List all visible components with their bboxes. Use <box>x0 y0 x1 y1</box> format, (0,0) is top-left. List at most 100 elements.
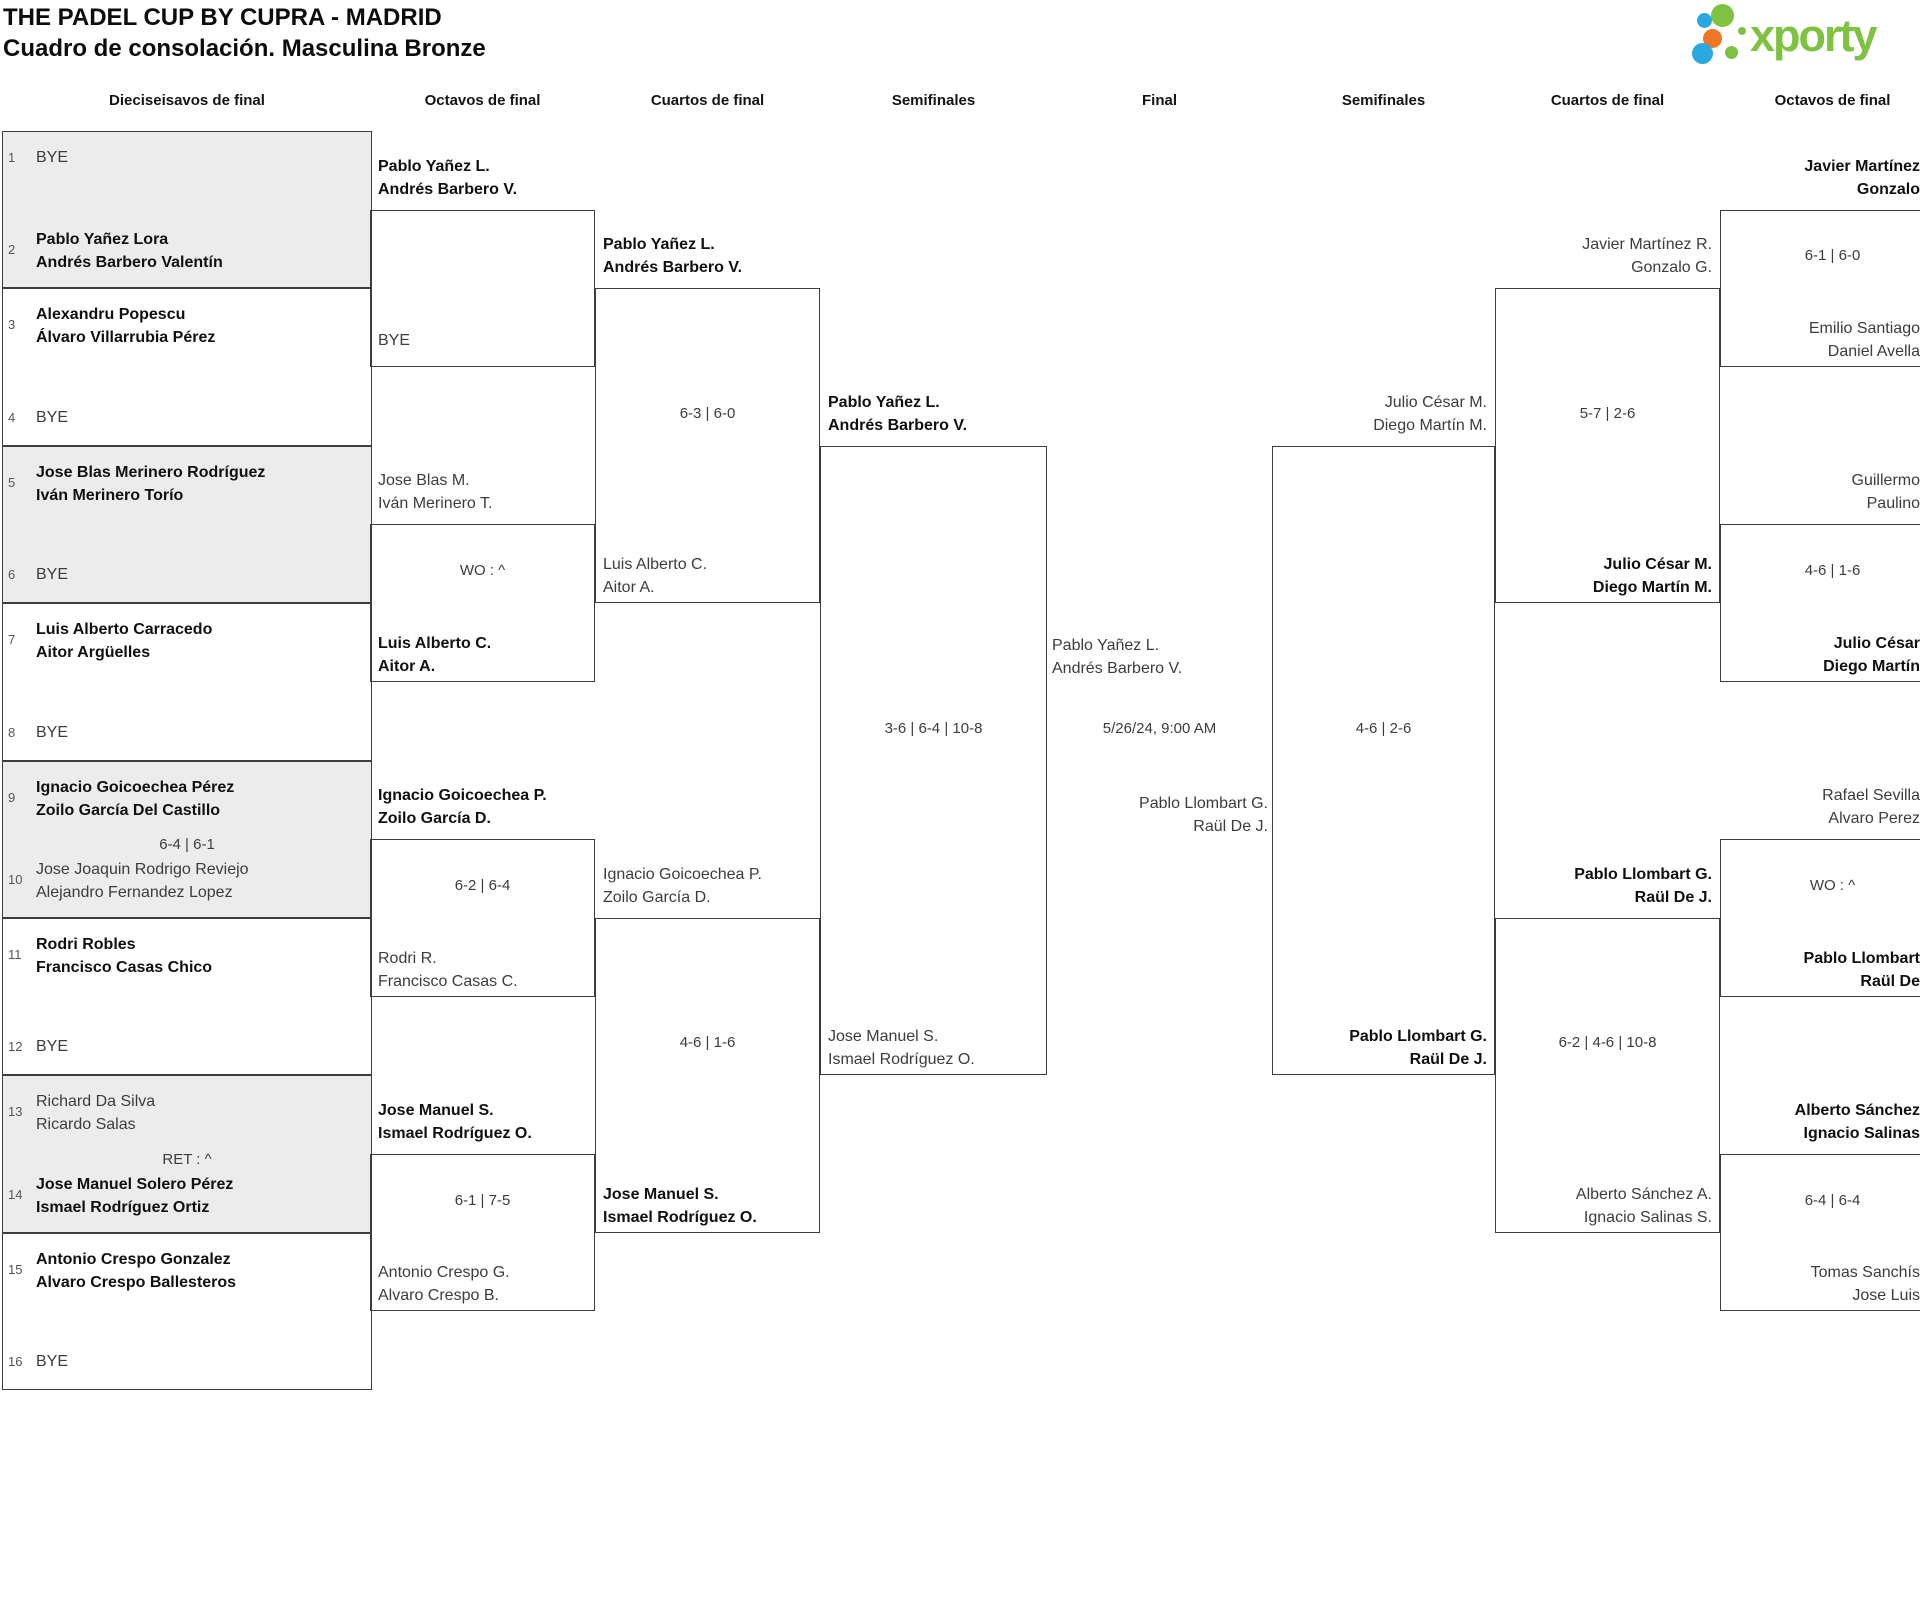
first-round-match-box <box>2 445 372 604</box>
team-name-line: Luis Alberto C. <box>603 556 708 574</box>
team-name-line: Rodri R. <box>378 949 437 967</box>
team-name-line: Pablo Yañez Lora <box>36 231 169 249</box>
match-score: 4-6 | 1-6 <box>1804 562 1861 580</box>
team-name-line: Pablo Llombart G. <box>1349 1028 1487 1046</box>
team-name-line: Pablo Yañez L. <box>603 236 715 254</box>
team-name-line: Zoilo García Del Castillo <box>36 801 221 819</box>
logo-dot-orange <box>1703 29 1722 48</box>
team-label: Pablo Yañez L. Andrés Barbero V. <box>603 233 812 279</box>
team-label: Luis Alberto C.Aitor A. <box>378 632 587 678</box>
team-name-line: Andrés Barbero V. <box>603 259 743 277</box>
team-label: Luis Alberto C. Aitor A. <box>603 553 812 599</box>
team-name-line: Jose Luis <box>1852 1287 1920 1305</box>
team-name-line: Gonzalo G. <box>1631 259 1712 277</box>
team-name-line: Emilio Santiago <box>1808 320 1920 338</box>
team-name-line: Pablo Llombart G. <box>1574 865 1712 883</box>
page-subtitle: Cuadro de consolación. Masculina Bronze <box>3 35 486 62</box>
team-name-line: Jose Manuel Solero Pérez <box>36 1175 234 1193</box>
team-name-line: BYE <box>378 332 411 350</box>
team-name-line: BYE <box>36 723 69 741</box>
team-name-line: Rodri Robles <box>36 935 136 953</box>
seed-number: 11 <box>8 946 22 962</box>
team-label: Pablo Yañez L.Andrés Barbero V. <box>828 391 1039 437</box>
team-name-line: Francisco Casas C. <box>378 972 518 990</box>
team-name-line: Julio César M. <box>1603 556 1712 574</box>
first-round-match-box <box>2 603 372 761</box>
team-label: BYE <box>36 563 356 586</box>
team-name-line: Raül De J. <box>1409 1051 1487 1069</box>
team-name-line: Ismael Rodríguez O. <box>378 1124 532 1142</box>
seed-number: 5 <box>8 474 16 490</box>
match-score: 6-3 | 6-0 <box>679 404 736 422</box>
match-score: 6-1 | 6-0 <box>1804 247 1861 265</box>
first-round-match-box <box>2 760 372 918</box>
team-label: Jose Manuel S.Ismael Rodríguez O. <box>378 1099 587 1145</box>
team-label: Alberto Sánchez A.Ignacio Salinas S. <box>1503 1183 1712 1229</box>
logo-wordmark: xporty <box>1750 10 1878 61</box>
team-name-line: Raül De J. <box>1634 888 1712 906</box>
seed-number: 14 <box>8 1186 23 1202</box>
match-score: 5-7 | 2-6 <box>1579 404 1636 422</box>
team-name-line: Ricardo Salas <box>36 1116 136 1134</box>
team-label: Julio César M. Diego Martín M. <box>1280 391 1487 437</box>
match-box <box>1720 1153 1920 1312</box>
team-label: BYE <box>378 329 587 352</box>
team-name-line: Ignacio Goicoechea P. <box>378 787 547 805</box>
team-name-line: BYE <box>36 1353 69 1370</box>
team-label: Rodri R. Francisco Casas C. <box>378 947 587 993</box>
team-name-line: Diego Martín M. <box>1373 416 1487 434</box>
team-name-line: Alexandru Popescu <box>36 306 186 324</box>
logo-dot-blue-small <box>1697 13 1712 28</box>
round-header: Octavos de final <box>1774 92 1891 109</box>
seed-number: 9 <box>8 789 16 805</box>
team-name-line: Javier Martínez <box>1804 157 1920 175</box>
seed-number: 2 <box>8 242 16 258</box>
team-label: Javier Martínez R.Gonzalo G. <box>1503 233 1712 279</box>
match-box <box>370 839 595 997</box>
team-name-line: Daniel Avella <box>1827 343 1920 361</box>
round-header: Cuartos de final <box>1550 92 1665 109</box>
team-name-line: Paulino <box>1866 495 1920 513</box>
match-box <box>370 1153 595 1312</box>
seed-number: 4 <box>8 409 16 425</box>
team-name-line: Aitor A. <box>603 579 655 597</box>
team-name-line: Antonio Crespo Gonzalez <box>36 1250 231 1268</box>
team-name-line: Luis Alberto C. <box>378 634 492 652</box>
team-name-line: Raül De <box>1860 972 1920 990</box>
logo-dot-blue-big <box>1692 43 1713 64</box>
seed-number: 1 <box>8 150 16 165</box>
match-score: 4-6 | 1-6 <box>679 1034 736 1052</box>
team-name-line: Ignacio Salinas <box>1803 1124 1920 1142</box>
match-box <box>1495 917 1720 1233</box>
match-box <box>1720 524 1920 682</box>
match-box <box>595 288 820 604</box>
team-name-line: Pablo Yañez L. <box>828 393 940 411</box>
round-header: Semifinales <box>891 92 976 109</box>
match-box <box>1272 445 1495 1076</box>
seed-number: 16 <box>8 1354 23 1369</box>
team-name-line: Antonio Crespo G. <box>378 1264 510 1282</box>
page-title: THE PADEL CUP BY CUPRA - MADRID <box>3 4 442 31</box>
logo-dot-green-tiny <box>1738 27 1746 35</box>
team-name-line: Ignacio Goicoechea P. <box>603 865 762 883</box>
first-round-match-box <box>2 288 372 446</box>
match-score: 6-1 | 7-5 <box>454 1191 511 1209</box>
logo-dot-green-big <box>1711 4 1734 27</box>
team-name-line: Julio César M. <box>1384 393 1487 411</box>
team-label: BYE <box>36 406 356 429</box>
team-name-line: Jose Blas Merinero Rodríguez <box>36 463 266 481</box>
team-name-line: Raül De J. <box>1193 817 1268 835</box>
team-name-line: Andrés Barbero V. <box>378 180 518 198</box>
match-score: 4-6 | 2-6 <box>1355 719 1412 737</box>
